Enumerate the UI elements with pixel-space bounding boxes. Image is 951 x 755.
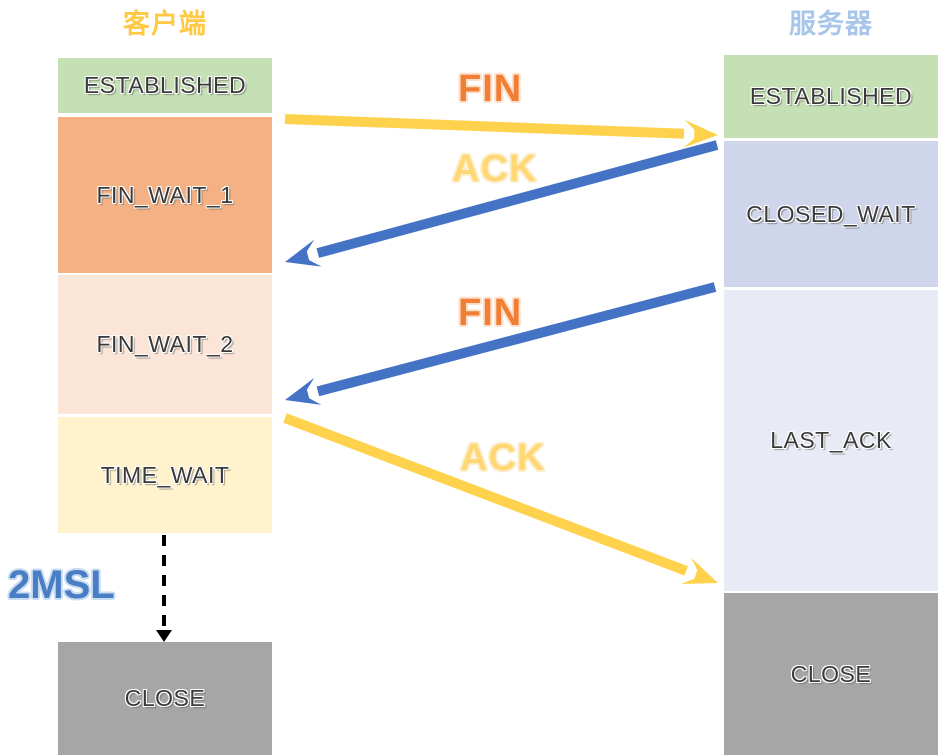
message-label-fin-0: FIN <box>458 68 523 110</box>
message-label-fin-2: FIN <box>458 292 523 334</box>
state-label: CLOSE <box>790 660 872 687</box>
client-state-fin_wait_1: FIN_WAIT_1 <box>58 117 272 273</box>
state-label: TIME_WAIT <box>100 461 230 488</box>
client-state-time_wait: TIME_WAIT <box>58 417 272 533</box>
client-state-fin_wait_2: FIN_WAIT_2 <box>58 275 272 414</box>
server-state-closed_wait: CLOSED_WAIT <box>724 141 938 287</box>
server-state-last_ack: LAST_ACK <box>724 290 938 591</box>
client-column-title: 客户端 <box>123 9 207 39</box>
message-label-ack-3: ACK <box>460 437 546 479</box>
client-state-close: CLOSE <box>58 642 272 755</box>
server-column-title: 服务器 <box>789 9 873 39</box>
arrow-head-ack-1 <box>285 239 322 267</box>
message-label-ack-1: ACK <box>452 148 538 190</box>
server-state-established: ESTABLISHED <box>724 55 938 138</box>
arrow-head-ack-3 <box>681 557 718 584</box>
arrow-shaft-fin-0 <box>284 114 685 139</box>
state-label: FIN_WAIT_2 <box>96 331 234 357</box>
state-label: ESTABLISHED <box>83 72 247 98</box>
arrow-head-fin-2 <box>285 377 322 405</box>
state-label: LAST_ACK <box>770 427 892 453</box>
client-state-established: ESTABLISHED <box>58 58 272 113</box>
state-label: ESTABLISHED <box>749 83 913 109</box>
arrow-head-fin-0 <box>683 119 718 148</box>
msl-timer-label: 2MSL <box>8 563 115 607</box>
server-state-close: CLOSE <box>724 593 938 755</box>
msl-arrow-head <box>156 630 172 642</box>
state-label: FIN_WAIT_1 <box>96 181 234 208</box>
state-label: CLOSE <box>124 685 206 711</box>
state-label: CLOSED_WAIT <box>746 200 916 227</box>
